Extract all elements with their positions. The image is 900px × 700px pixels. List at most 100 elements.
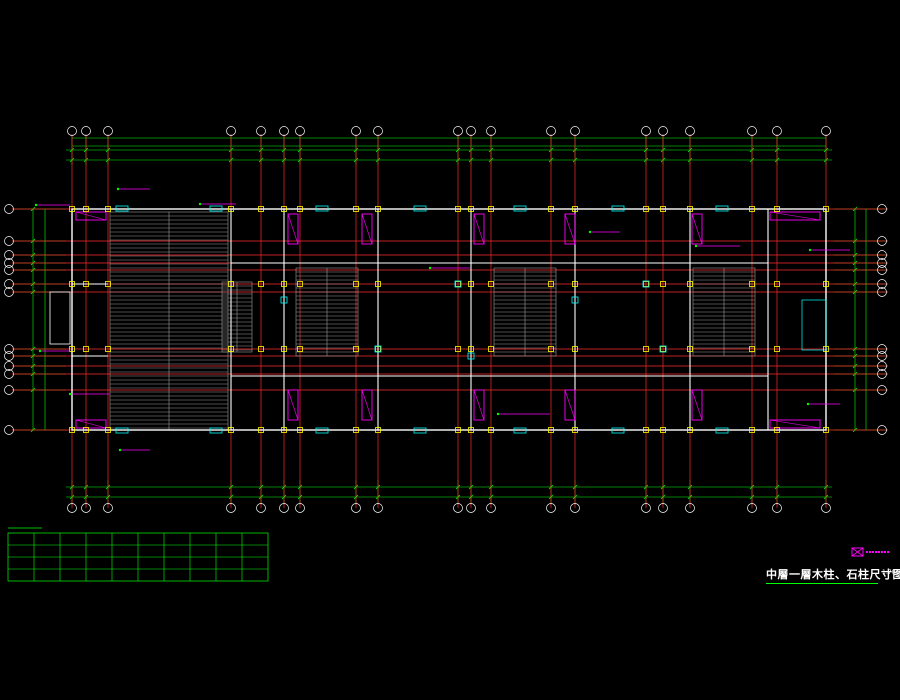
window-symbol [715,427,729,434]
axis-bubble [685,503,695,513]
annotations [34,187,850,452]
door-swing [691,389,703,421]
door-symbol [287,213,299,245]
column-marker [105,346,111,352]
axis-bubble [4,258,14,268]
door-swing [769,211,821,221]
door-symbol [769,211,821,221]
axis-bubble [81,126,91,136]
door-symbol [361,213,373,245]
column-marker [643,206,649,212]
leader-dot [808,248,812,252]
axis-bubble [877,204,887,214]
column-marker [105,206,111,212]
column-marker [488,346,494,352]
column-marker [105,427,111,433]
drawing-title-block: 中層一層木柱、石柱尺寸图 1:70 [766,566,900,594]
door-symbol [287,389,299,421]
column-marker [468,346,474,352]
column-marker [281,427,287,433]
window-symbol [209,427,223,434]
column-marker [823,206,829,212]
leader-dot [198,202,202,206]
side-stair [801,299,827,351]
column-marker [83,281,89,287]
axis-bubble [877,287,887,297]
axis-bubble [351,503,361,513]
column-marker [455,206,461,212]
window-symbol [115,427,129,434]
axis-bubble [4,265,14,275]
column-marker [749,206,755,212]
window-symbol [715,205,729,212]
door-swing [473,389,485,421]
column-marker [774,206,780,212]
column-marker [642,280,650,288]
axis-bubble [4,425,14,435]
window-symbol [115,205,129,212]
column-marker [687,346,693,352]
column-marker [468,206,474,212]
axis-bubbles [4,126,887,513]
column-marker [660,346,666,352]
axis-bubble [877,361,887,371]
column-marker [281,346,287,352]
column-marker [488,427,494,433]
axis-bubble [67,126,77,136]
axis-bubble [877,258,887,268]
door-swing [564,389,576,421]
crossed-box-icon [851,547,864,557]
column-marker [572,206,578,212]
door-swing [769,419,821,429]
axis-bubble [466,503,476,513]
leader-dot [588,230,592,234]
leader-dot [694,244,698,248]
column-marker [258,427,264,433]
column-marker [643,346,649,352]
column-marker [297,346,303,352]
axis-bubble [373,126,383,136]
column-marker [455,346,461,352]
column-marker [488,206,494,212]
drawing-title: 中層一層木柱、石柱尺寸图 [766,568,900,581]
column-marker [281,281,287,287]
column-marker [374,345,382,353]
column-marker [659,345,667,353]
window-symbol [209,205,223,212]
column-marker [455,281,461,287]
column-marker [643,427,649,433]
axis-bubble [453,503,463,513]
axis-bubble [821,503,831,513]
window-symbol [413,427,427,434]
column-marker [488,281,494,287]
axis-bubble [373,503,383,513]
axis-lines [12,134,888,508]
column-marker [69,206,75,212]
axis-bubble [772,503,782,513]
column-marker [572,346,578,352]
window-symbol [513,205,527,212]
drawing-scale: 1:70 [882,569,896,576]
door-swing [564,213,576,245]
axis-bubble [103,126,113,136]
column-marker [572,281,578,287]
column-marker [572,427,578,433]
door-swing [75,211,107,221]
door-swing [361,213,373,245]
axis-bubble [4,369,14,379]
walls [49,208,827,431]
leader-dot [806,402,810,406]
door-symbol [691,389,703,421]
column-marker [774,427,780,433]
column-marker [643,281,649,287]
column-marker [468,281,474,287]
column-schedule-table [7,527,269,582]
axis-bubble [658,126,668,136]
leader-dot [118,448,122,452]
window-symbol [315,205,329,212]
door-symbol [361,389,373,421]
column-marker [83,346,89,352]
axis-bubble [4,385,14,395]
column-marker [228,346,234,352]
